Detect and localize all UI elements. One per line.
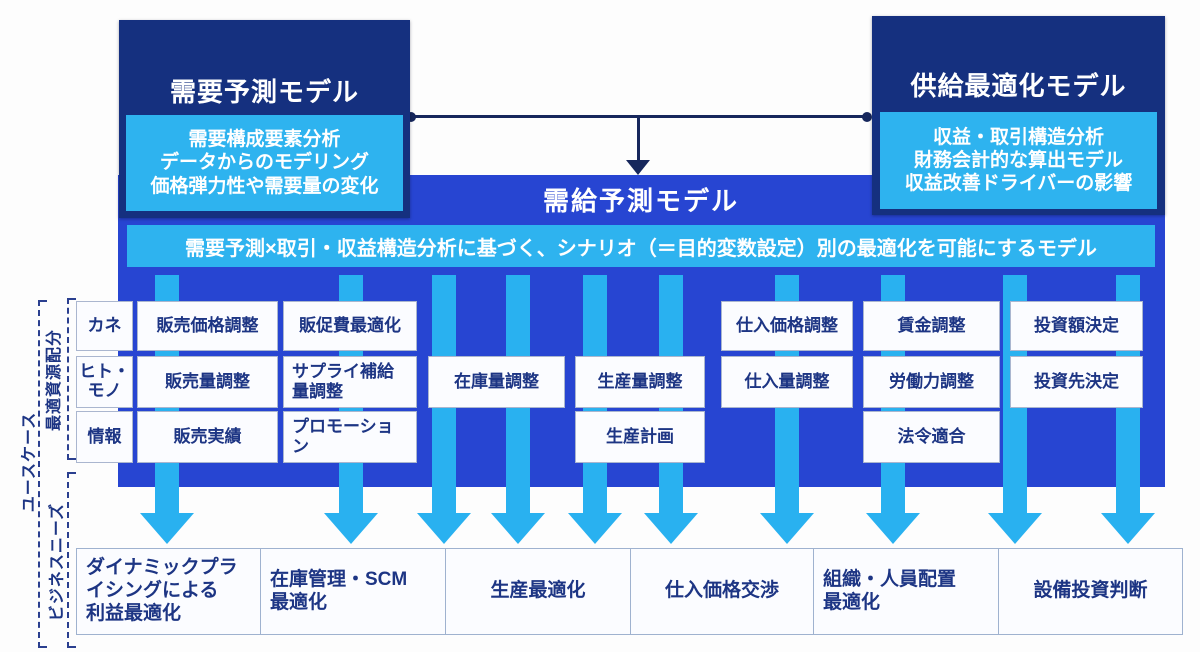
use-case-cell: 投資額決定 xyxy=(1010,301,1143,351)
resource-allocation-label: 最適資源配分 xyxy=(46,329,63,432)
supply-model-box: 供給最適化モデル 収益・取引構造分析 財務会計的な算出モデル 収益改善ドライバー… xyxy=(872,16,1165,215)
use-case-cell: 販促費最適化 xyxy=(283,301,417,351)
use-case-cell: 販売価格調整 xyxy=(137,301,278,351)
connector-line xyxy=(411,115,867,118)
use-case-cell: 投資先決定 xyxy=(1010,356,1143,408)
row-label-money: カネ xyxy=(76,301,133,351)
flow-arrow-icon xyxy=(568,513,622,544)
business-need-box: 生産最適化 xyxy=(445,548,631,635)
combined-model-description: 需要予測×取引・収益構造分析に基づく、シナリオ（＝目的変数設定）別の最適化を可能… xyxy=(127,225,1155,267)
flow-arrow-icon xyxy=(324,513,378,544)
demand-model-box: 需要予測モデル 需要構成要素分析 データからのモデリング 価格弾力性や需要量の変… xyxy=(119,20,410,218)
use-case-cell: 法令適合 xyxy=(863,411,1000,463)
use-case-label: ユースケース xyxy=(21,411,38,513)
use-case-cell: 販売実績 xyxy=(137,411,278,463)
flow-arrow-icon xyxy=(1101,513,1155,544)
business-need-box: 組織・人員配置 最適化 xyxy=(813,548,999,635)
use-case-cell: 販売量調整 xyxy=(137,356,278,408)
row-label-information: 情報 xyxy=(76,411,133,463)
use-case-cell: 仕入価格調整 xyxy=(721,301,853,351)
resource-allocation-bracket xyxy=(67,298,76,460)
connector-dot-left xyxy=(406,112,416,122)
use-case-cell: 労働力調整 xyxy=(863,356,1000,408)
demand-model-title: 需要予測モデル xyxy=(169,77,359,107)
use-case-bracket xyxy=(38,300,47,648)
flow-arrow-icon xyxy=(760,513,814,544)
use-case-cell: 在庫量調整 xyxy=(428,356,565,408)
row-label-people-goods: ヒト・ モノ xyxy=(76,356,133,408)
business-need-box: 在庫管理・SCM 最適化 xyxy=(260,548,446,635)
business-need-box: 設備投資判断 xyxy=(998,548,1183,635)
connector-dot-right xyxy=(862,112,872,122)
flow-arrow-icon xyxy=(140,513,194,544)
connector-stem xyxy=(637,117,640,161)
use-case-cell: 仕入量調整 xyxy=(721,356,853,408)
use-case-cell: 生産量調整 xyxy=(575,356,705,408)
business-needs-bracket xyxy=(67,472,76,648)
flow-arrow-icon xyxy=(644,513,698,544)
business-needs-label: ビジネスニーズ xyxy=(49,502,66,622)
demand-model-details: 需要構成要素分析 データからのモデリング 価格弾力性や需要量の変化 xyxy=(126,115,403,211)
down-arrow-icon xyxy=(626,160,650,175)
flow-arrow-icon xyxy=(491,513,545,544)
use-case-cell: プロモーショ ン xyxy=(283,411,417,463)
combined-model-title: 需給予測モデル xyxy=(542,186,739,216)
supply-model-title: 供給最適化モデル xyxy=(910,71,1127,101)
business-need-box: 仕入価格交渉 xyxy=(630,548,814,635)
use-case-cell: 賃金調整 xyxy=(863,301,1000,351)
supply-model-details: 収益・取引構造分析 財務会計的な算出モデル 収益改善ドライバーの影響 xyxy=(880,112,1157,209)
flow-arrow-icon xyxy=(417,513,471,544)
use-case-cell: 生産計画 xyxy=(575,411,705,463)
business-need-box: ダイナミックプラ イシングによる 利益最適化 xyxy=(76,548,261,635)
use-case-cell: サプライ補給 量調整 xyxy=(283,356,417,408)
flow-arrow-icon xyxy=(988,513,1042,544)
flow-arrow-icon xyxy=(866,513,920,544)
